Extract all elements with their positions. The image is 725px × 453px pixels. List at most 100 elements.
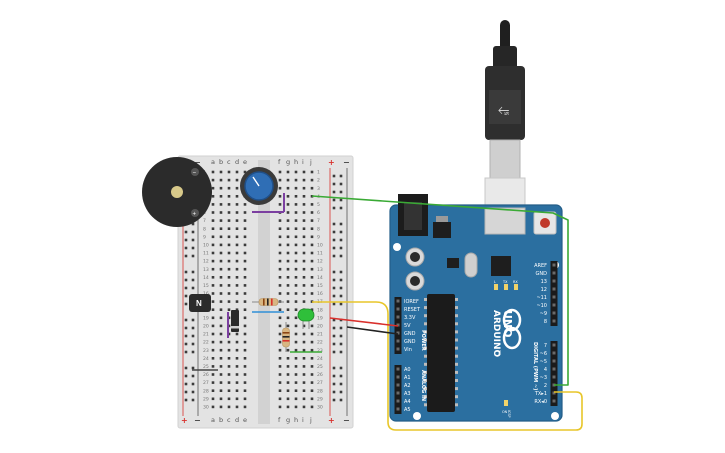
rail-hole[interactable] [332,230,336,234]
breadboard-hole[interactable] [310,276,314,279]
breadboard-hole[interactable] [310,340,314,344]
breadboard-hole[interactable] [235,211,239,214]
breadboard-hole[interactable] [278,170,282,174]
rail-hole[interactable] [332,182,336,186]
breadboard-hole[interactable] [211,340,215,344]
rail-hole[interactable] [332,254,336,258]
breadboard-hole[interactable] [278,308,282,311]
rail-hole[interactable] [191,222,195,226]
breadboard-hole[interactable] [227,308,231,311]
breadboard-hole[interactable] [227,405,231,409]
piezo-minus-terminal[interactable] [191,168,199,176]
breadboard-hole[interactable] [294,332,298,336]
breadboard-hole[interactable] [211,243,215,247]
breadboard-hole[interactable] [278,276,282,279]
breadboard-hole[interactable] [286,195,290,198]
rail-hole[interactable] [191,246,195,250]
breadboard-hole[interactable] [235,357,239,360]
breadboard-hole[interactable] [286,357,290,360]
breadboard-hole[interactable] [235,235,239,239]
resistor-horizontal[interactable] [252,298,284,306]
breadboard-hole[interactable] [243,365,247,368]
rail-hole[interactable] [332,198,336,202]
header-pin[interactable] [552,319,556,323]
breadboard-hole[interactable] [294,316,298,320]
breadboard-hole[interactable] [235,348,239,352]
breadboard-hole[interactable] [227,170,231,174]
breadboard-hole[interactable] [243,292,247,295]
breadboard-hole[interactable] [302,405,306,409]
breadboard-hole[interactable] [219,267,223,271]
rail-hole[interactable] [332,246,336,250]
header-pin[interactable] [552,375,556,379]
header-pin[interactable] [396,299,400,303]
rail-hole[interactable] [184,334,188,338]
breadboard-hole[interactable] [286,389,290,392]
breadboard-hole[interactable] [286,235,290,239]
rail-hole[interactable] [191,350,195,354]
breadboard-hole[interactable] [302,340,306,344]
breadboard-hole[interactable] [219,227,223,230]
breadboard-hole[interactable] [302,211,306,214]
breadboard-hole[interactable] [211,316,215,320]
rail-hole[interactable] [339,198,343,202]
breadboard-hole[interactable] [211,365,215,368]
breadboard-hole[interactable] [278,397,282,401]
rail-hole[interactable] [184,254,188,258]
breadboard-hole[interactable] [310,186,314,190]
breadboard-hole[interactable] [302,365,306,368]
breadboard-hole[interactable] [235,203,239,206]
rail-hole[interactable] [191,342,195,346]
breadboard-hole[interactable] [278,178,282,182]
breadboard-hole[interactable] [211,397,215,401]
breadboard-hole[interactable] [286,316,290,320]
breadboard-hole[interactable] [286,243,290,247]
breadboard-hole[interactable] [219,332,223,336]
breadboard-hole[interactable] [278,340,282,344]
rail-hole[interactable] [332,342,336,346]
breadboard-hole[interactable] [211,300,215,303]
breadboard-hole[interactable] [294,276,298,279]
breadboard-hole[interactable] [302,227,306,230]
rail-hole[interactable] [339,230,343,234]
rail-hole[interactable] [184,382,188,386]
potentiometer[interactable] [240,167,278,205]
breadboard-hole[interactable] [211,284,215,287]
breadboard-hole[interactable] [211,332,215,336]
breadboard-hole[interactable] [219,397,223,401]
breadboard-hole[interactable] [227,178,231,182]
header-pin[interactable] [552,351,556,355]
header-pin[interactable] [552,343,556,347]
breadboard-hole[interactable] [302,332,306,336]
breadboard-hole[interactable] [219,348,223,352]
breadboard-hole[interactable] [310,203,314,206]
breadboard-hole[interactable] [211,186,215,190]
breadboard-hole[interactable] [310,219,314,222]
breadboard-hole[interactable] [294,235,298,239]
breadboard-hole[interactable] [310,332,314,336]
rail-hole[interactable] [332,174,336,178]
rail-hole[interactable] [339,366,343,370]
breadboard-hole[interactable] [243,170,247,174]
breadboard-hole[interactable] [278,332,282,336]
breadboard-hole[interactable] [243,203,247,206]
analog-header[interactable] [394,365,402,414]
breadboard-hole[interactable] [310,267,314,271]
breadboard-hole[interactable] [302,292,306,295]
breadboard-hole[interactable] [286,219,290,222]
rail-hole[interactable] [339,270,343,274]
rail-hole[interactable] [191,326,195,330]
breadboard-hole[interactable] [243,316,247,320]
breadboard-hole[interactable] [219,381,223,384]
rail-hole[interactable] [339,182,343,186]
breadboard-hole[interactable] [302,178,306,182]
breadboard-hole[interactable] [227,292,231,295]
breadboard-hole[interactable] [227,300,231,303]
transistor[interactable]: N [189,294,211,312]
breadboard-hole[interactable] [235,300,239,303]
breadboard-hole[interactable] [286,227,290,230]
breadboard-hole[interactable] [294,284,298,287]
rail-hole[interactable] [332,302,336,306]
breadboard-hole[interactable] [278,292,282,295]
breadboard-hole[interactable] [243,300,247,303]
